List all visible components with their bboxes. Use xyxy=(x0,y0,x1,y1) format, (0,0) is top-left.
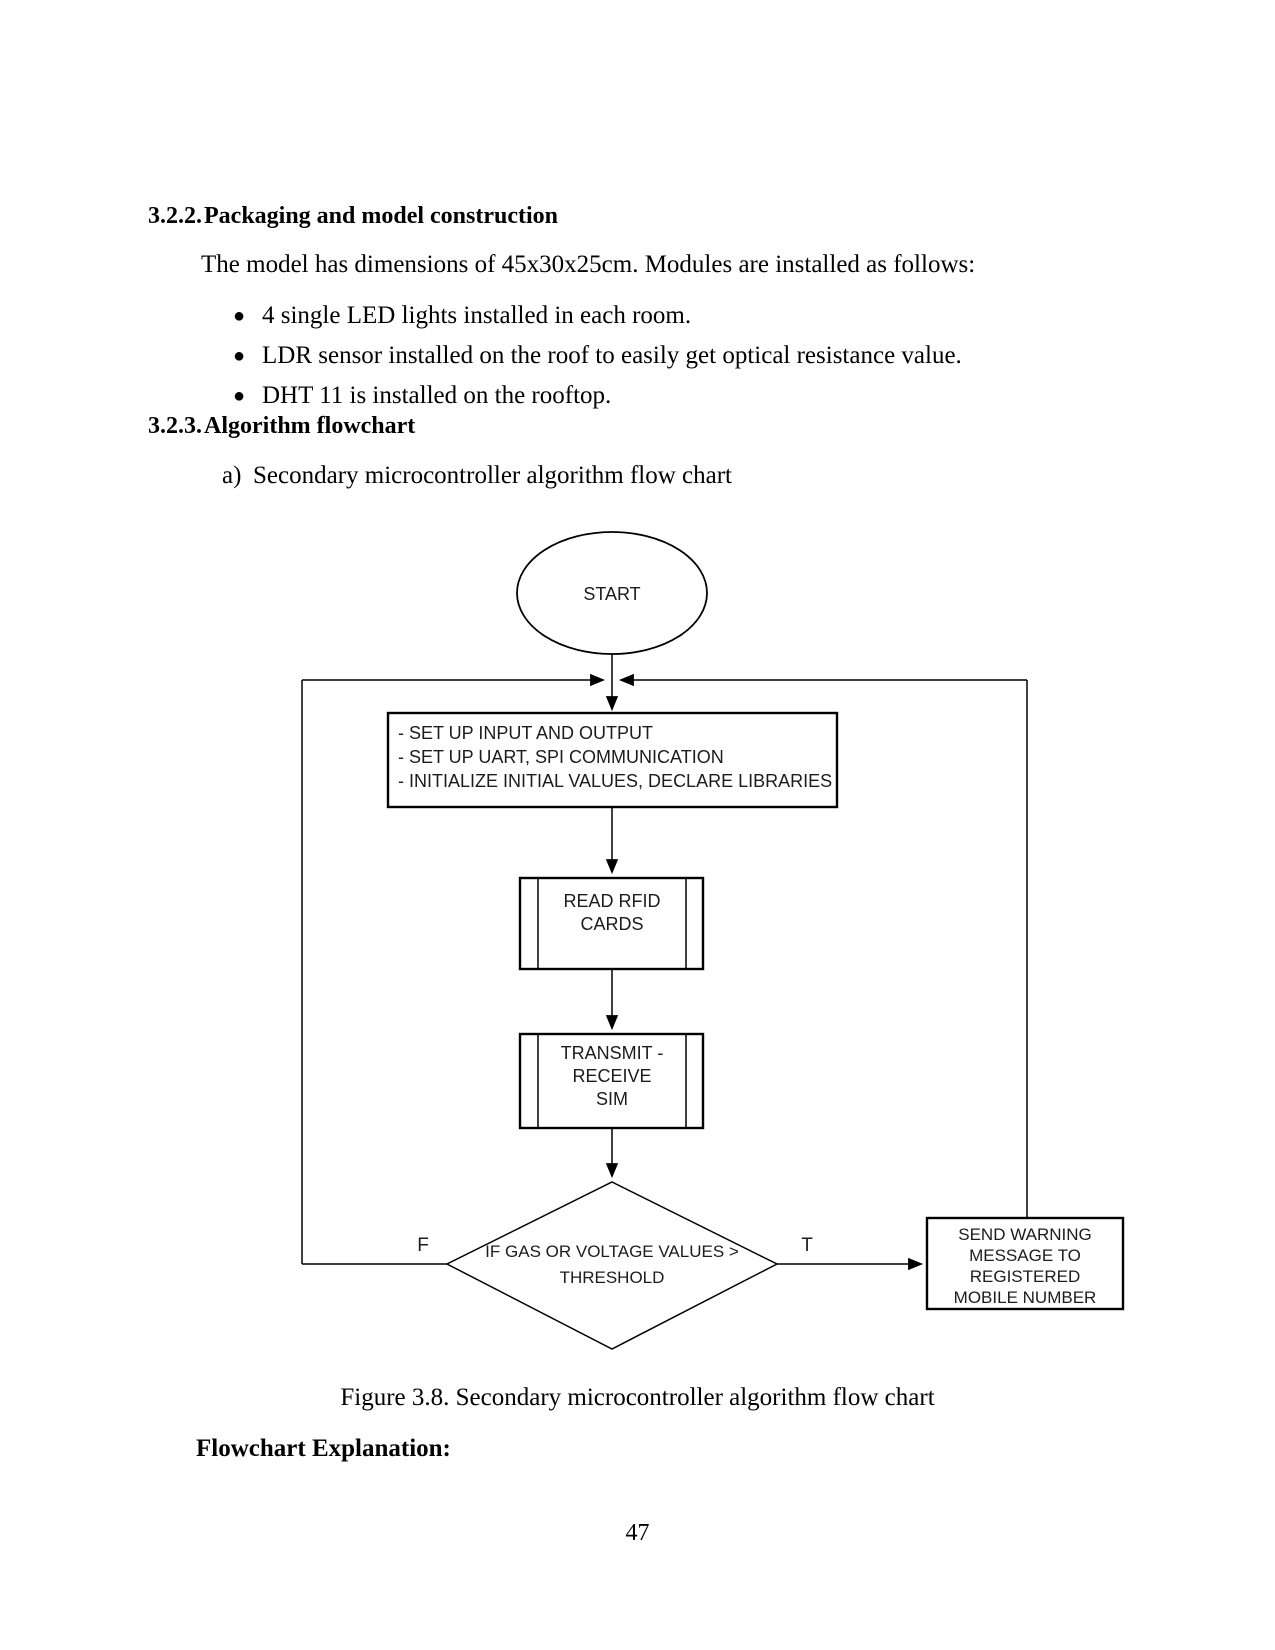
list-item-a: a) Secondary microcontroller algorithm fl… xyxy=(222,462,732,490)
bullet-item: ● LDR sensor installed on the roof to eas… xyxy=(233,342,962,370)
page-number: 47 xyxy=(625,1520,650,1546)
transmit-label: TRANSMIT - RECEIVE SIM xyxy=(560,1043,664,1109)
section-title: Packaging and model construction xyxy=(204,203,559,229)
true-branch-label: T xyxy=(801,1235,813,1256)
section-number: 3.2.2. xyxy=(148,203,202,229)
bullet-text: DHT 11 is installed on the rooftop. xyxy=(262,382,612,409)
read-rfid-label: READ RFID CARDS xyxy=(563,891,661,934)
section-title: Algorithm flowchart xyxy=(204,413,416,439)
bullet-text: 4 single LED lights installed in each ro… xyxy=(262,302,692,329)
bullet-icon: ● xyxy=(233,305,246,327)
bullet-item: ● 4 single LED lights installed in each r… xyxy=(233,302,691,330)
section-heading-323: 3.2.3.Algorithm flowchart xyxy=(148,413,415,440)
setup-label: - SET UP INPUT AND OUTPUT - SET UP UART,… xyxy=(398,723,833,791)
list-marker: a) xyxy=(222,462,242,489)
send-warning-label: SEND WARNING MESSAGE TO REGISTERED MOBIL… xyxy=(953,1225,1097,1307)
section-heading-322: 3.2.2.Packaging and model construction xyxy=(148,203,558,230)
bullet-text: LDR sensor installed on the roof to easi… xyxy=(262,342,962,369)
intro-paragraph: The model has dimensions of 45x30x25cm. … xyxy=(201,251,976,278)
false-branch-label: F xyxy=(417,1235,429,1256)
decision-label: IF GAS OR VOLTAGE VALUES > THRESHOLD xyxy=(485,1242,739,1287)
section-number: 3.2.3. xyxy=(148,413,202,439)
bullet-icon: ● xyxy=(233,345,246,367)
list-text: Secondary microcontroller algorithm flow… xyxy=(253,462,733,489)
explanation-heading: Flowchart Explanation: xyxy=(196,1435,451,1462)
start-label: START xyxy=(583,584,641,604)
bullet-icon: ● xyxy=(233,385,246,407)
bullet-item: ● DHT 11 is installed on the rooftop. xyxy=(233,382,611,410)
figure-caption: Figure 3.8. Secondary microcontroller al… xyxy=(340,1384,935,1411)
